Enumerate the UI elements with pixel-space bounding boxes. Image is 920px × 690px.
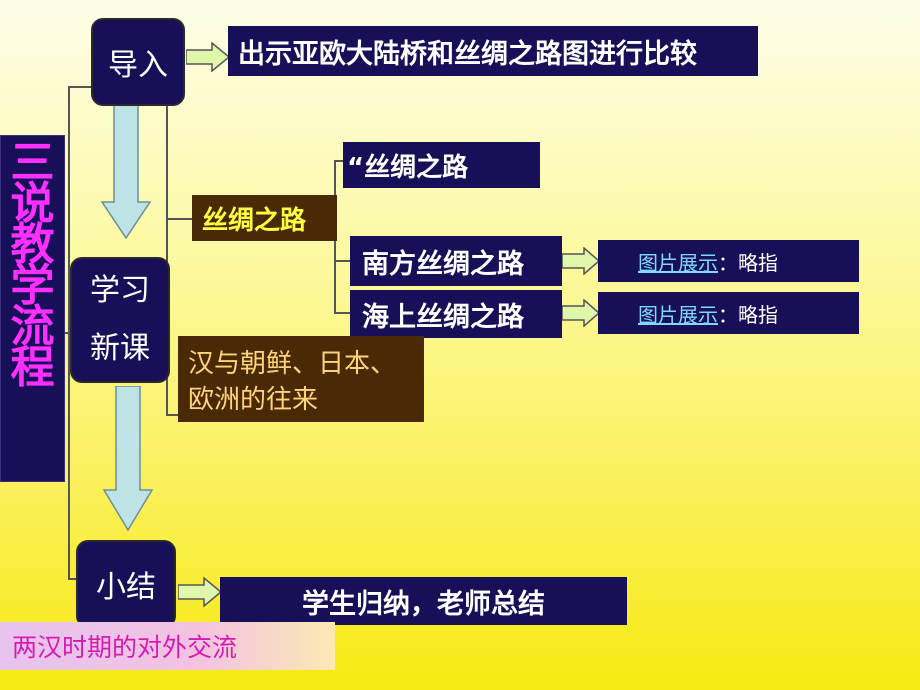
bracket-tick-summary [68,578,80,580]
side-title-char: 学 [10,260,55,311]
side-title-char: 教 [10,219,55,270]
picture-suffix: ：略指 [718,302,778,327]
side-title-char: 说 [10,178,55,229]
footer-banner: 两汉时期的对外交流 [0,622,335,670]
silk-road-box: 丝绸之路 [192,195,337,241]
picture-link[interactable]: 图片展示 [638,250,718,275]
sea-silk-road-text: 海上丝绸之路 [362,301,524,333]
bracket-tick-intro [68,86,92,88]
step-summary[interactable]: 小结 [76,540,176,628]
side-title-char: 三 [10,137,55,188]
step-intro-label: 导入 [108,48,168,83]
down-arrow-icon [100,104,152,240]
picture-link[interactable]: 图片展示 [638,302,718,327]
right-arrow-icon [562,247,600,275]
bracket-learn-tick-relations [166,414,178,416]
picture-row-south: 图片展示 ：略指 [598,240,859,282]
step-learn-label-line2: 新课 [90,331,150,366]
han-relations-line1: 汉与朝鲜、日本、 [188,349,397,379]
sea-silk-road-box: 海上丝绸之路 [350,290,562,338]
silk-road-text: 丝绸之路 [202,205,307,236]
step-summary-label: 小结 [96,570,156,605]
silk-road-quote-text: “丝绸之路 [347,152,469,183]
silk-road-quote-box: “丝绸之路 [343,142,540,188]
summary-action-text: 学生归纳，老师总结 [302,588,545,620]
south-silk-road-text: 南方丝绸之路 [362,248,524,280]
right-arrow-icon [178,577,222,607]
intro-action-box: 出示亚欧大陆桥和丝绸之路图进行比较 [228,26,758,76]
han-relations-line2: 欧洲的往来 [188,385,319,415]
right-arrow-icon [186,42,230,72]
side-title: 三 说 教 学 流 程 [0,135,65,482]
bracket-silk-tick-quote [334,160,344,162]
footer-text: 两汉时期的对外交流 [12,633,238,662]
bracket-silk-tick-south [334,260,350,262]
summary-action-box: 学生归纳，老师总结 [220,577,627,625]
bracket-silk-tick-sea [334,312,350,314]
step-learn[interactable]: 学习 新课 [70,257,170,383]
side-title-char: 程 [10,342,55,393]
bracket-learn-tick-silk [166,218,192,220]
intro-action-text: 出示亚欧大陆桥和丝绸之路图进行比较 [238,38,697,70]
picture-suffix: ：略指 [718,250,778,275]
side-title-char: 流 [10,301,55,352]
down-arrow-icon [102,386,154,532]
right-arrow-icon [562,299,600,327]
picture-row-sea: 图片展示 ：略指 [598,292,859,334]
step-intro[interactable]: 导入 [91,18,185,106]
bracket-learn-vertical [166,98,168,416]
step-learn-label-line1: 学习 [90,273,150,308]
han-relations-box: 汉与朝鲜、日本、 欧洲的往来 [178,336,424,422]
south-silk-road-box: 南方丝绸之路 [350,236,562,286]
